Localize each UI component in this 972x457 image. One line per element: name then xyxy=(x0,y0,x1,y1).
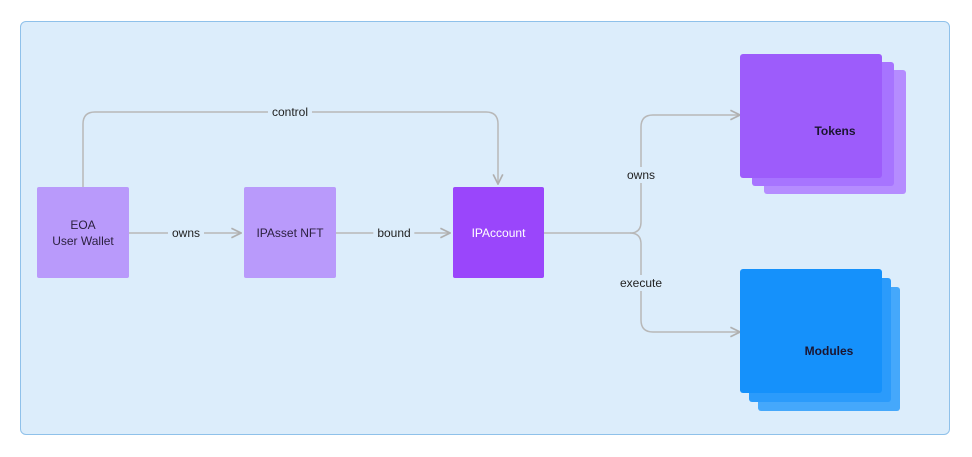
node-ipasset-label: IPAsset NFT xyxy=(256,225,324,240)
node-eoa-line2: User Wallet xyxy=(52,233,114,248)
modules-label: Modules xyxy=(804,344,854,358)
edge-label-execute: execute xyxy=(615,275,667,291)
edge-label-bound: bound xyxy=(373,225,415,241)
node-eoa-user-wallet: EOA User Wallet xyxy=(37,187,129,278)
edge-label-account-owns: owns xyxy=(622,167,660,183)
edge-execute xyxy=(629,232,740,332)
node-ipasset-nft: IPAsset NFT xyxy=(244,187,336,278)
edge-label-eoa-owns: owns xyxy=(167,225,205,241)
edge-label-control: control xyxy=(267,104,313,120)
modules-card-front xyxy=(740,269,882,393)
node-ipaccount: IPAccount xyxy=(453,187,544,278)
node-ipaccount-label: IPAccount xyxy=(471,225,526,240)
edge-control xyxy=(82,111,498,187)
node-eoa-line1: EOA xyxy=(70,217,96,232)
tokens-card-front xyxy=(740,54,882,178)
tokens-label: Tokens xyxy=(814,124,856,138)
edge-account-owns xyxy=(629,115,740,234)
